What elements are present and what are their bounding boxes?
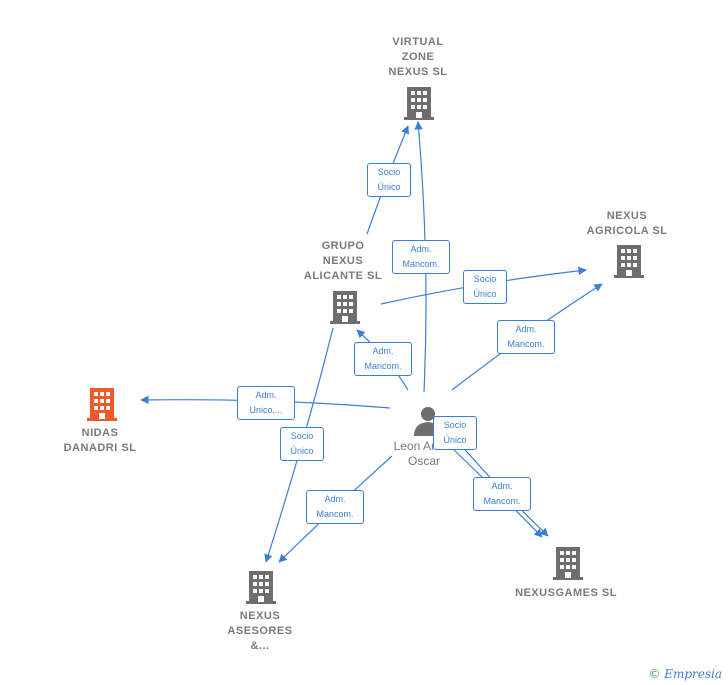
edge-label-person-nidas: Adm. Unico,... [237, 386, 295, 420]
node-grupo-nexus-label[interactable]: GRUPO NEXUS ALICANTE SL [303, 240, 383, 282]
node-nexusgames-label[interactable]: NEXUSGAMES SL [515, 587, 617, 599]
node-nexus-asesores-label[interactable]: NEXUS ASESORES &... [227, 610, 293, 652]
node-nidas-danadri-label[interactable]: NIDAS DANADRI SL [63, 427, 137, 454]
edge-label-person-virtual: Adm. Mancom. [392, 240, 450, 274]
building-icon-virtual-zone [404, 87, 434, 120]
empresia-credit[interactable]: © Empresia [648, 667, 722, 681]
building-icon-nexus-agricola [614, 245, 644, 278]
edge-label-grupo-virtual: Socio Único [367, 163, 411, 197]
empresia-logo: Empresia [664, 667, 722, 681]
building-icon-nexusgames [553, 547, 583, 580]
edge-label-person-nexusgames-socio: Socio Único [433, 416, 477, 450]
edge-label-person-grupo: Adm. Mancom. [354, 342, 412, 376]
edge-label-grupo-agricola: Socio Único [463, 270, 507, 304]
edge-label-person-agricola: Adm. Mancom. [497, 320, 555, 354]
edge-label-grupo-asesores: Socio Único [280, 427, 324, 461]
copyright-icon: © [648, 667, 661, 681]
edge-label-person-nexusgames-adm: Adm. Mancom. [473, 477, 531, 511]
node-virtual-zone-label[interactable]: VIRTUAL ZONE NEXUS SL [388, 36, 448, 78]
building-icon-nidas-danadri [87, 388, 117, 421]
edge-label-person-asesores: Adm. Mancom. [306, 490, 364, 524]
building-icon-nexus-asesores [246, 571, 276, 604]
building-icon-grupo-nexus [330, 291, 360, 324]
node-nexus-agricola-label[interactable]: NEXUS AGRICOLA SL [586, 210, 668, 237]
